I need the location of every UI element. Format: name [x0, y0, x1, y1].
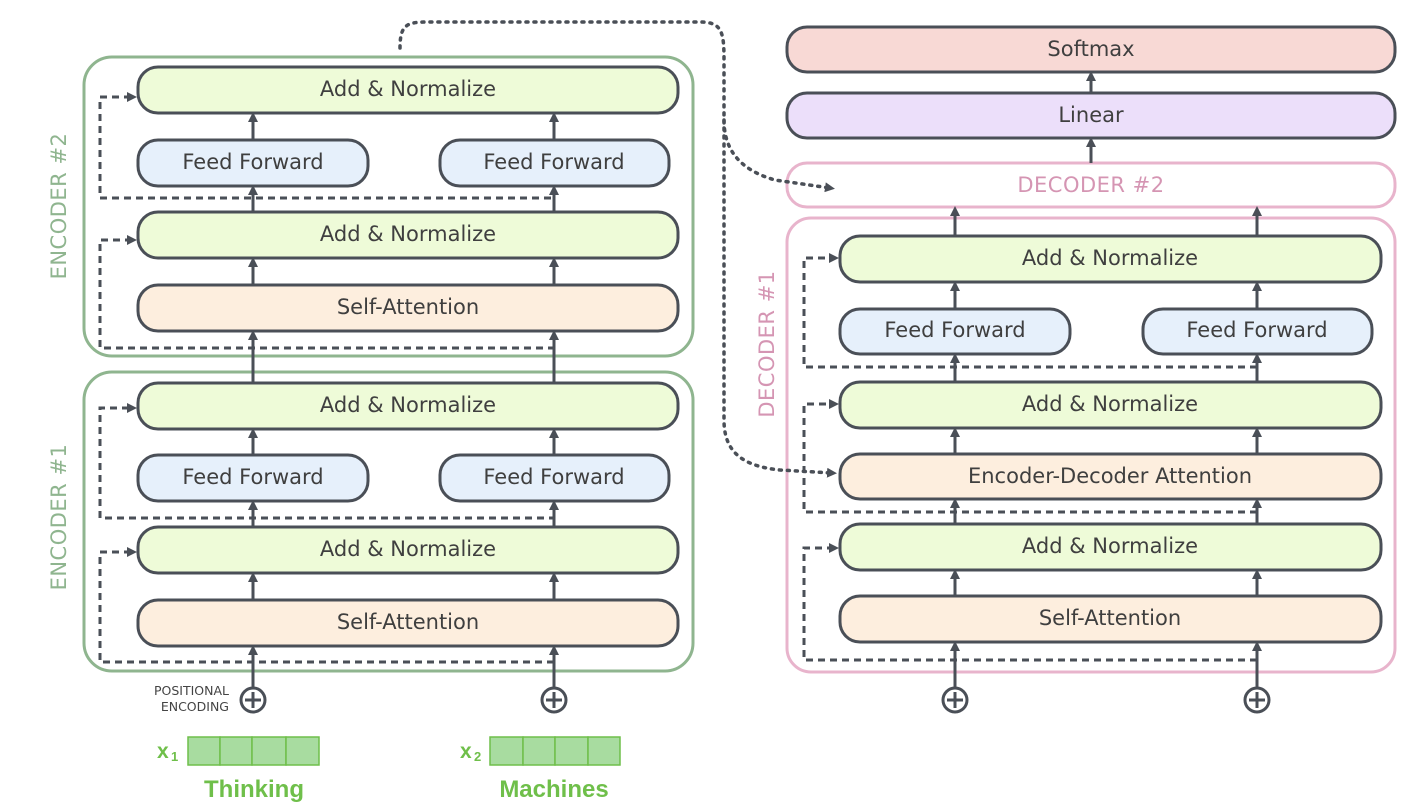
svg-text:Add & Normalize: Add & Normalize: [320, 393, 496, 417]
decoder-2-box: DECODER #2: [785, 161, 1397, 209]
svg-text:Encoder-Decoder Attention: Encoder-Decoder Attention: [968, 464, 1252, 488]
decoder-1-label: DECODER #1: [755, 270, 779, 417]
decoder-1-residuals: [802, 253, 1257, 662]
svg-text:DECODER #2: DECODER #2: [1017, 173, 1164, 197]
decoder-1-container: [785, 216, 1397, 674]
input-word-thinking: Thinking: [204, 776, 304, 803]
embedding-x1: x 1: [157, 736, 320, 766]
encoder-1-residuals: [98, 403, 556, 664]
svg-text:Softmax: Softmax: [1047, 37, 1134, 61]
softmax-box: Softmax: [785, 25, 1397, 74]
encoder-1-add-normalize-top: Add & Normalize: [136, 381, 680, 431]
encoder-2-add-normalize-top: Add & Normalize: [136, 65, 680, 115]
svg-text:1: 1: [171, 749, 178, 764]
encoder-1-label: ENCODER #1: [47, 444, 71, 591]
plus-icon: [941, 686, 969, 714]
encoder-2-label: ENCODER #2: [47, 133, 71, 280]
positional-encoding-label-line1: POSITIONAL: [154, 683, 229, 698]
inputs: POSITIONAL ENCODING x 1 x 2: [154, 683, 621, 803]
plus-icon: [239, 686, 267, 714]
encoder-2: ENCODER #2 Add & Normalize Feed Forward …: [47, 55, 695, 358]
decoder-1-self-attention: Self-Attention: [838, 594, 1383, 644]
svg-text:x: x: [157, 740, 169, 763]
svg-text:Add & Normalize: Add & Normalize: [320, 77, 496, 101]
embedding-x2: x 2: [460, 736, 621, 766]
linear-box: Linear: [785, 91, 1397, 140]
input-word-machines: Machines: [499, 776, 608, 803]
positional-encoding-label-line2: ENCODING: [161, 699, 229, 714]
plus-icon: [1243, 686, 1271, 714]
svg-text:Add & Normalize: Add & Normalize: [320, 537, 496, 561]
svg-text:Self-Attention: Self-Attention: [337, 610, 479, 634]
svg-text:Linear: Linear: [1058, 103, 1124, 127]
svg-text:Add & Normalize: Add & Normalize: [1022, 392, 1198, 416]
encoder-1-feed-forward-right: Feed Forward: [438, 453, 671, 503]
encoder-2-self-attention: Self-Attention: [136, 283, 680, 333]
svg-text:Feed Forward: Feed Forward: [483, 465, 624, 489]
decoder-top: Softmax Linear DECODER #2: [785, 25, 1397, 209]
decoder-1-add-normalize-bottom: Add & Normalize: [838, 522, 1383, 572]
encoder-2-add-normalize-bottom: Add & Normalize: [136, 210, 680, 260]
decoder-1-feed-forward-left: Feed Forward: [838, 307, 1072, 356]
decoder-1-add-normalize-mid: Add & Normalize: [838, 380, 1383, 430]
encoder-1-arrows: [248, 330, 559, 687]
decoder-1-arrows: [950, 206, 1262, 687]
svg-text:Feed Forward: Feed Forward: [884, 318, 1025, 342]
svg-text:2: 2: [474, 749, 481, 764]
svg-text:Add & Normalize: Add & Normalize: [1022, 246, 1198, 270]
svg-text:x: x: [460, 740, 472, 763]
encoder-2-feed-forward-right: Feed Forward: [438, 138, 671, 188]
decoder-1-add-normalize-top: Add & Normalize: [838, 234, 1383, 284]
svg-text:Add & Normalize: Add & Normalize: [1022, 534, 1198, 558]
svg-text:Feed Forward: Feed Forward: [1186, 318, 1327, 342]
decoder-1-encoder-decoder-attention: Encoder-Decoder Attention: [838, 452, 1383, 501]
svg-text:Self-Attention: Self-Attention: [1039, 606, 1181, 630]
encoder-2-feed-forward-left: Feed Forward: [136, 138, 370, 188]
encoder-1-self-attention: Self-Attention: [136, 598, 680, 648]
decoder-1-feed-forward-right: Feed Forward: [1141, 307, 1374, 356]
svg-text:Feed Forward: Feed Forward: [182, 465, 323, 489]
encoder-output-connections: [398, 20, 837, 478]
encoder-1-feed-forward-left: Feed Forward: [136, 453, 370, 503]
encoder-1-container: [82, 370, 695, 673]
svg-text:Add & Normalize: Add & Normalize: [320, 222, 496, 246]
svg-text:Feed Forward: Feed Forward: [182, 150, 323, 174]
plus-icon: [540, 686, 568, 714]
encoder-1-add-normalize-bottom: Add & Normalize: [136, 525, 680, 575]
svg-text:Self-Attention: Self-Attention: [337, 295, 479, 319]
svg-text:Feed Forward: Feed Forward: [483, 150, 624, 174]
encoder-2-container: [82, 55, 695, 358]
decoder-1: DECODER #1 Add & Normalize Feed Forward …: [755, 206, 1397, 714]
encoder-1: ENCODER #1 Add & Normalize Feed Forward …: [47, 330, 695, 687]
encoder-2-arrows: [248, 112, 559, 285]
